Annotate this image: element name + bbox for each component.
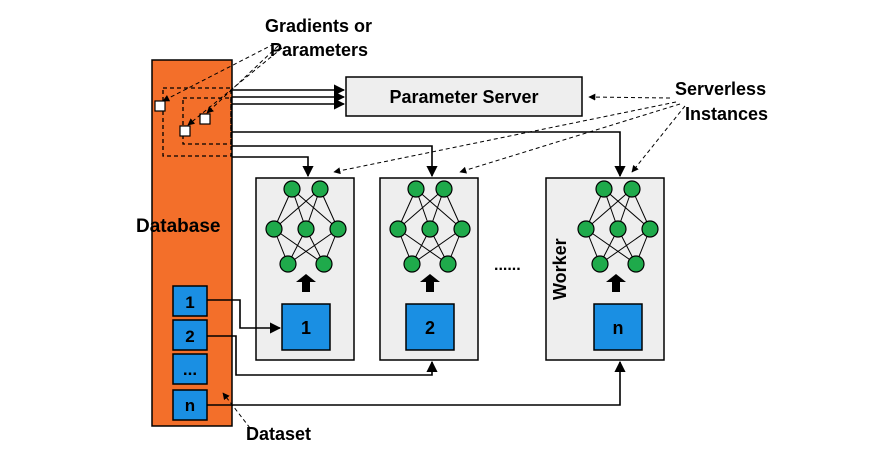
network-node xyxy=(623,180,641,198)
parameter-server-box xyxy=(345,76,583,117)
database-label: Database xyxy=(136,216,221,237)
network-node xyxy=(283,180,301,198)
network-node xyxy=(435,180,453,198)
network-node xyxy=(407,180,425,198)
dataset-label: Dataset xyxy=(246,424,311,444)
network-node xyxy=(439,255,457,273)
network-node xyxy=(641,220,659,238)
param-region-inner xyxy=(182,97,232,145)
network-node xyxy=(609,220,627,238)
dataset-shard-box-2 xyxy=(172,319,208,351)
parameter-server-label: Parameter Server xyxy=(389,87,538,107)
param-server-arrows xyxy=(232,84,346,110)
dataset-to-worker-arrows xyxy=(207,299,626,406)
gradients-pointers xyxy=(162,43,283,126)
dataset-shard-box-1 xyxy=(172,285,208,317)
gradients-label-line2: Parameters xyxy=(270,40,368,60)
serverless-label-line1: Serverless xyxy=(675,79,766,99)
network-node xyxy=(627,255,645,273)
workers-ellipsis: ...... xyxy=(494,257,521,274)
param-square-3 xyxy=(179,125,191,137)
serverless-pointers xyxy=(333,93,686,175)
worker-shard-label-2: 2 xyxy=(425,318,435,338)
network-node xyxy=(389,220,407,238)
network-node xyxy=(311,180,329,198)
dataset-pointer xyxy=(222,392,251,429)
network-node xyxy=(265,220,283,238)
network-node xyxy=(595,180,613,198)
network-node xyxy=(315,255,333,273)
neural-networks xyxy=(265,180,659,273)
network-node xyxy=(403,255,421,273)
worker-shard-box-2 xyxy=(405,303,455,351)
serverless-label-line2: Instances xyxy=(685,104,768,124)
network-node xyxy=(577,220,595,238)
network-node xyxy=(329,220,347,238)
dataset-shard-label-1: 1 xyxy=(185,293,194,312)
worker-up-arrows xyxy=(296,274,626,292)
network-node xyxy=(279,255,297,273)
worker-shard-box-1 xyxy=(281,303,331,351)
param-square-2 xyxy=(199,113,211,125)
worker-shard-label-n: n xyxy=(613,318,624,338)
gradients-label-line1: Gradients or xyxy=(265,16,372,36)
dataset-shard-label-n: n xyxy=(185,396,195,415)
worker-shard-box-n xyxy=(593,303,643,351)
db-to-worker-arrows xyxy=(232,131,626,178)
worker-shard-label-1: 1 xyxy=(301,318,311,338)
worker-label: Worker xyxy=(550,238,570,300)
dataset-shard-box-ellipsis xyxy=(172,353,208,385)
network-node xyxy=(421,220,439,238)
network-node xyxy=(297,220,315,238)
dataset-shard-label-2: 2 xyxy=(185,327,194,346)
network-node xyxy=(453,220,471,238)
network-node xyxy=(591,255,609,273)
dataset-shard-label-ellipsis: ... xyxy=(183,360,197,379)
param-square-1 xyxy=(154,100,166,112)
